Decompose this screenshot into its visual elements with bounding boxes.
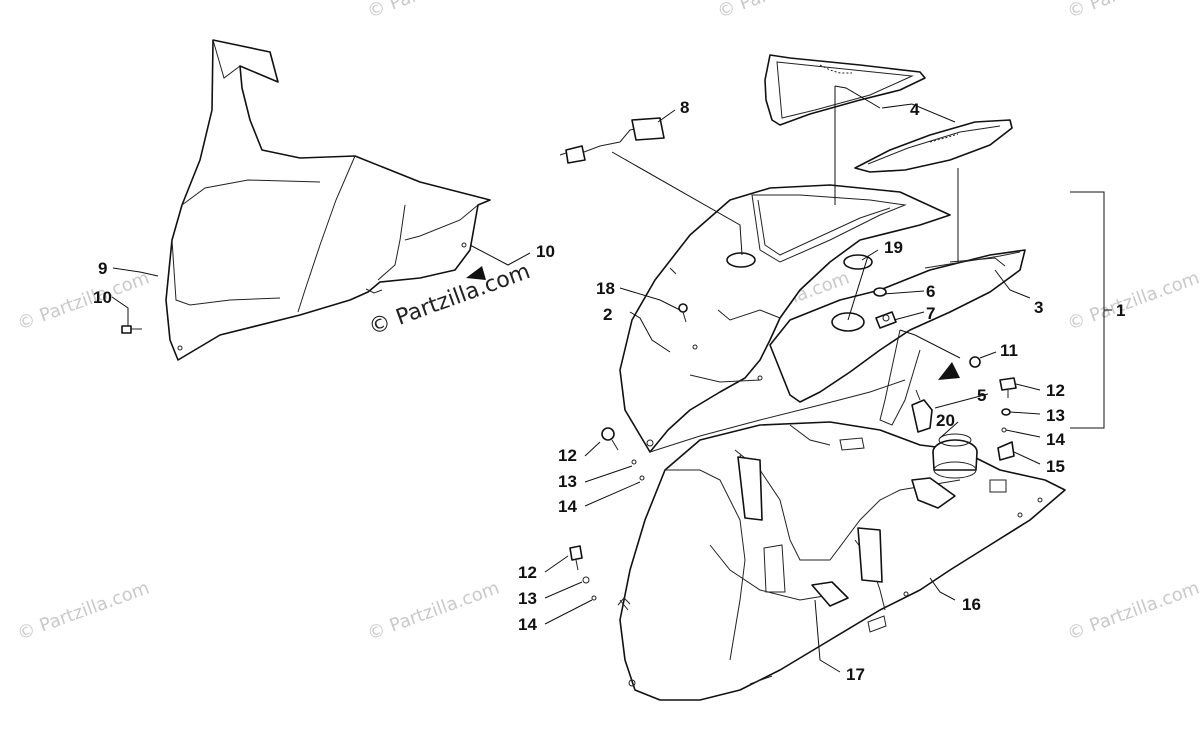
callout-3: 3 [1034, 298, 1043, 317]
callout-15: 15 [1046, 457, 1065, 476]
callout-1: 1 [1116, 301, 1125, 320]
arrow-icon [466, 266, 486, 280]
fastener-stack-left-lower [569, 545, 597, 601]
callout-5: 5 [977, 386, 986, 405]
screw-part-18 [678, 303, 688, 323]
watermark: © Partzilla.com [715, 0, 853, 23]
callout-9: 9 [98, 259, 107, 278]
callout-16: 16 [962, 595, 981, 614]
watermark: © Partzilla.com [15, 577, 153, 644]
hood [619, 184, 951, 453]
watermark: © Partzilla.com [1065, 267, 1200, 334]
nut-part-11 [969, 356, 981, 368]
callout-20: 20 [936, 411, 955, 430]
fastener-stack-right [997, 377, 1017, 461]
screw-part-10 [121, 325, 142, 334]
callout-4: 4 [910, 100, 920, 119]
callout-8: 8 [680, 98, 689, 117]
watermark: © Partzilla.com [15, 267, 153, 334]
belly-pan [617, 421, 1066, 701]
callout-7: 7 [926, 304, 935, 323]
callout-12: 12 [558, 446, 577, 465]
fastener-stack-left-upper [601, 427, 645, 481]
callout-13: 13 [1046, 406, 1065, 425]
lens-lower [854, 119, 1013, 173]
callout-10: 10 [536, 242, 555, 261]
arrow-icon [938, 362, 960, 380]
leader-lines [111, 85, 1112, 673]
watermark: © Partzilla.com [1065, 0, 1200, 23]
callout-11: 11 [1000, 341, 1018, 360]
boot-part-20 [932, 433, 978, 479]
callout-12: 12 [1046, 381, 1065, 400]
watermark: © Partzilla.com [1065, 577, 1200, 644]
callout-14: 14 [1046, 430, 1065, 449]
lens-upper [764, 54, 926, 126]
callout-19: 19 [884, 238, 903, 257]
callout-12: 12 [518, 563, 537, 582]
callout-17: 17 [846, 665, 865, 684]
callout-14: 14 [518, 615, 537, 634]
windshield [165, 39, 491, 361]
wire-harness-part-8 [559, 117, 665, 164]
watermark: © Partzilla.com [365, 0, 503, 23]
dash-panel [769, 249, 1026, 426]
callout-14: 14 [558, 497, 577, 516]
grommet-part-6 [873, 287, 887, 297]
callout-10: 10 [93, 288, 112, 307]
callout-labels: 1 2 3 4 5 6 7 8 9 10 10 11 12 13 14 15 1… [93, 98, 1125, 684]
callout-13: 13 [558, 472, 577, 491]
callout-6: 6 [926, 282, 935, 301]
callout-2: 2 [603, 305, 612, 324]
watermark: © Partzilla.com [365, 577, 503, 644]
switch-part-5 [911, 389, 933, 433]
callout-18: 18 [596, 279, 615, 298]
callout-13: 13 [518, 589, 537, 608]
